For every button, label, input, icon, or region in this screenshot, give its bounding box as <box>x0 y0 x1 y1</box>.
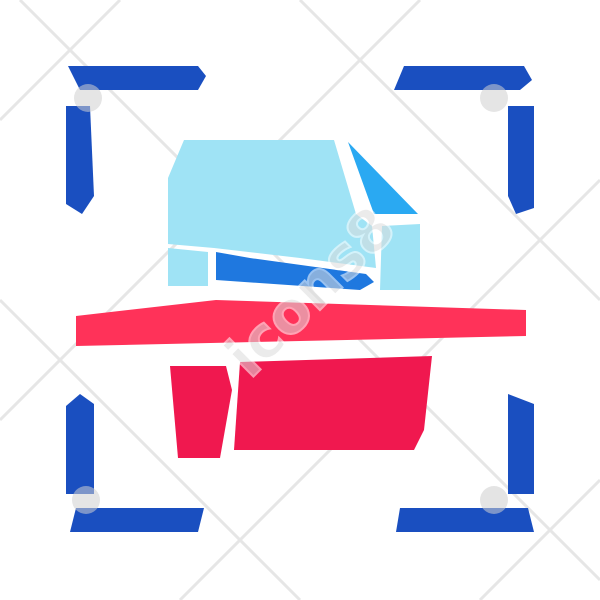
paper-fold-corner <box>348 142 418 214</box>
frame-corners <box>66 66 534 532</box>
paper-lower-main <box>234 356 432 450</box>
lower-document <box>170 356 432 458</box>
bottom-left-corner-vertical <box>66 394 94 494</box>
bottom-right-corner-vertical <box>508 394 534 494</box>
text-line-icon <box>216 252 374 290</box>
paper-right-tab <box>380 224 420 290</box>
bottom-left-corner-horizontal <box>70 508 204 532</box>
scan-bar <box>76 300 526 346</box>
upper-document <box>168 140 420 290</box>
top-right-corner-vertical <box>508 106 534 214</box>
watermark-corner-logos <box>72 84 508 514</box>
paper-left-strip <box>168 248 208 286</box>
paper-sheet-upper <box>168 140 376 268</box>
top-left-corner-horizontal <box>68 66 206 90</box>
top-right-corner-horizontal <box>394 66 532 90</box>
top-left-corner-vertical <box>66 106 94 214</box>
bottom-right-corner-horizontal <box>396 508 534 532</box>
paper-lower-left-piece <box>170 366 232 458</box>
